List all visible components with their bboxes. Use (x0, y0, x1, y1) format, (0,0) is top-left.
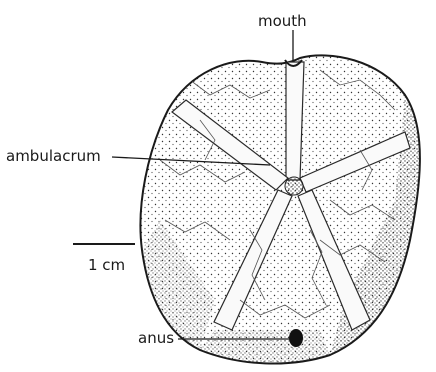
anus-label: anus (138, 331, 174, 346)
ambulacrum-label: ambulacrum (6, 149, 101, 164)
scale-label: 1 cm (88, 258, 125, 273)
mouth-label: mouth (258, 14, 307, 29)
apical-disc (285, 177, 303, 195)
anus-opening (289, 329, 303, 347)
